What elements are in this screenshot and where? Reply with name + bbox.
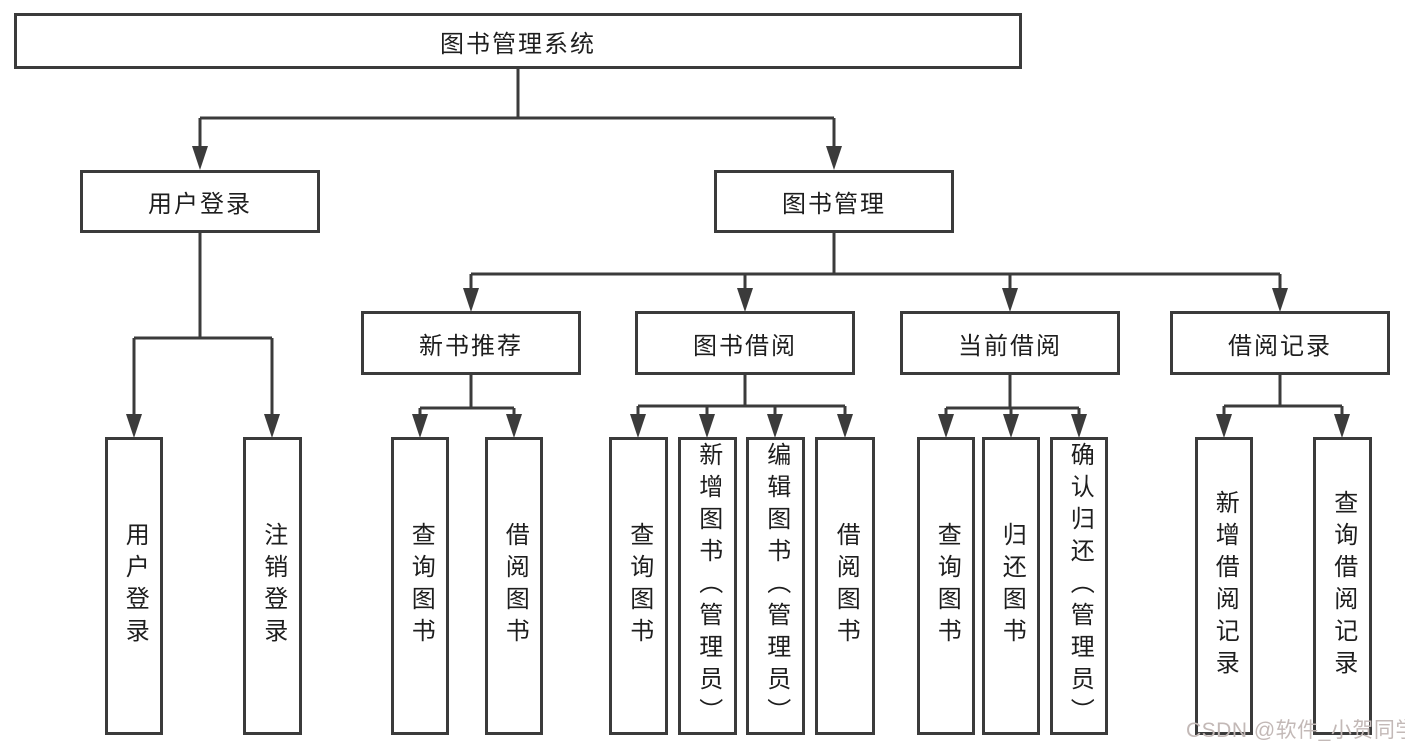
node-book-borrowing: 图书借阅: [635, 311, 855, 375]
node-current-borrowing: 当前借阅: [900, 311, 1120, 375]
node-label: 查询借阅记录: [1329, 490, 1357, 682]
leaf-query-books-2: 查询图书: [609, 437, 668, 735]
arrowheads: [126, 146, 1350, 438]
node-label: 查询图书: [407, 522, 435, 650]
node-library-management-system: 图书管理系统: [14, 13, 1022, 69]
node-label: 归还图书: [998, 522, 1026, 650]
node-label: 图书借阅: [693, 332, 797, 360]
node-label: 用户登录: [121, 522, 149, 650]
node-borrowing-records: 借阅记录: [1170, 311, 1390, 375]
node-label: 编辑图书（管理员）: [762, 442, 790, 730]
node-label: 借阅图书: [501, 522, 529, 650]
leaf-edit-book-admin: 编辑图书（管理员）: [746, 437, 805, 735]
leaf-confirm-return-admin: 确认归还（管理员）: [1050, 437, 1108, 735]
node-label: 图书管理系统: [440, 30, 596, 58]
leaf-add-book-admin: 新增图书（管理员）: [678, 437, 737, 735]
leaf-query-books-3: 查询图书: [917, 437, 975, 735]
node-label: 借阅图书: [832, 522, 860, 650]
leaf-return-books: 归还图书: [982, 437, 1040, 735]
node-book-management: 图书管理: [714, 170, 954, 233]
node-label: 新增图书（管理员）: [694, 442, 722, 730]
node-label: 查询图书: [933, 522, 961, 650]
node-user-login: 用户登录: [80, 170, 320, 233]
leaf-query-borrow-record: 查询借阅记录: [1313, 437, 1372, 735]
watermark: CSDN @软件_小贺同学: [1186, 719, 1405, 742]
leaf-borrow-books-2: 借阅图书: [815, 437, 875, 735]
node-label: 借阅记录: [1228, 332, 1332, 360]
node-label: 查询图书: [625, 522, 653, 650]
leaf-user-login: 用户登录: [105, 437, 163, 735]
node-label: 图书管理: [782, 191, 886, 218]
node-label: 新书推荐: [419, 332, 523, 360]
node-label: 确认归还（管理员）: [1066, 442, 1094, 730]
node-label: 新增借阅记录: [1211, 490, 1239, 682]
leaf-borrow-books-1: 借阅图书: [485, 437, 543, 735]
leaf-logout: 注销登录: [243, 437, 302, 735]
node-label: 当前借阅: [958, 332, 1062, 360]
leaf-query-books-1: 查询图书: [391, 437, 449, 735]
node-label: 用户登录: [148, 191, 252, 218]
leaf-add-borrow-record: 新增借阅记录: [1195, 437, 1253, 735]
node-label: 注销登录: [259, 522, 287, 650]
node-new-book-recommendation: 新书推荐: [361, 311, 581, 375]
